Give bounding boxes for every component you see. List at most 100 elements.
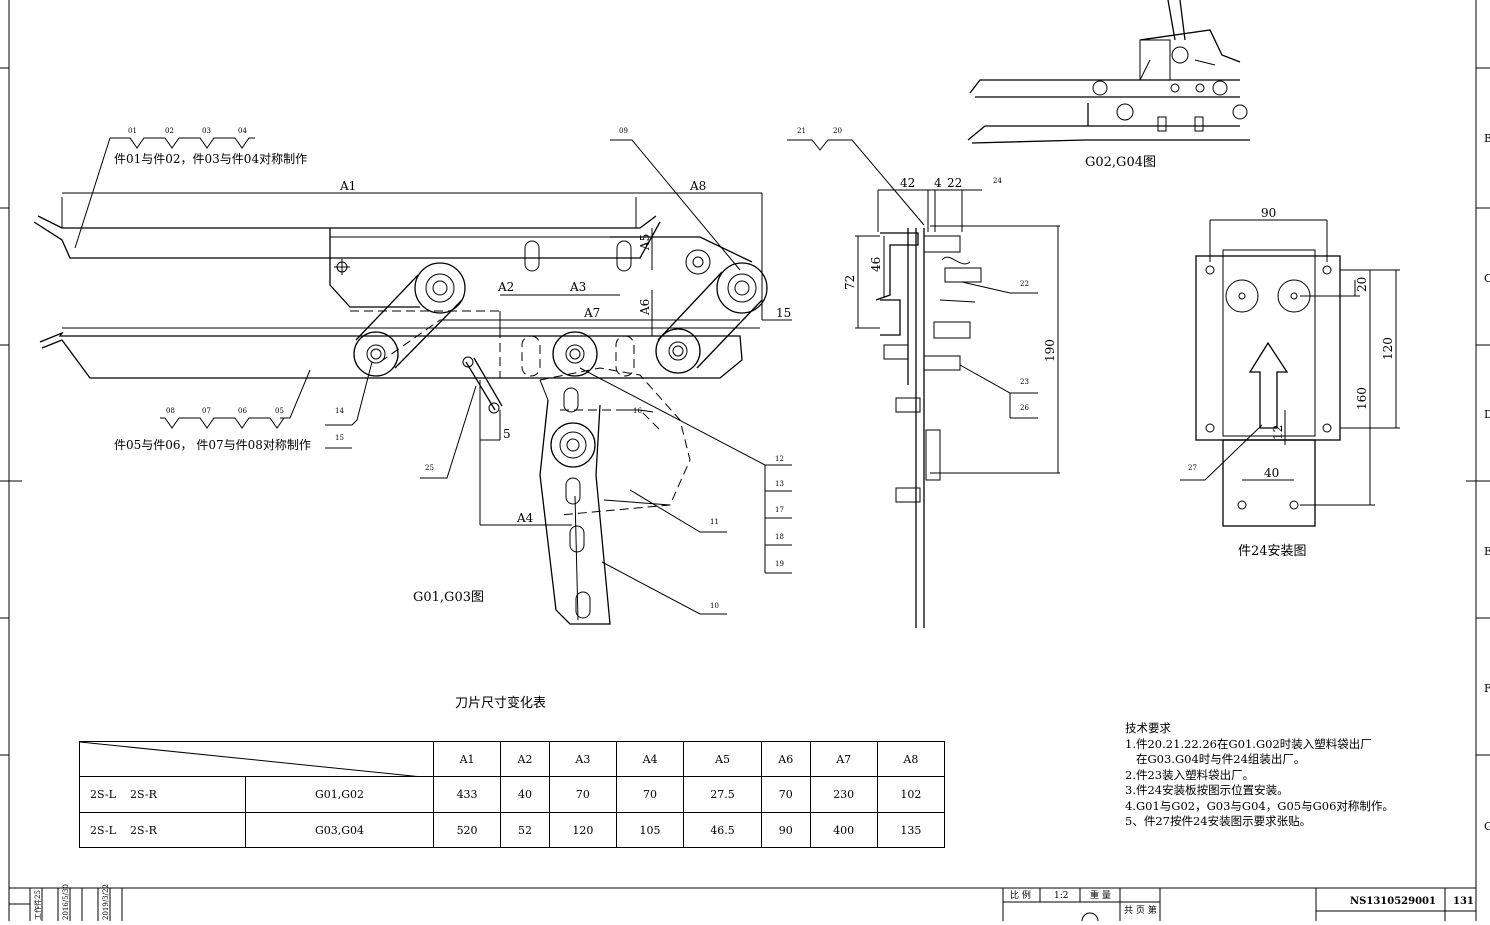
dim-12: 12 [1271, 425, 1285, 440]
part-number: 27 [1188, 464, 1197, 472]
border-letter: F [1484, 682, 1490, 695]
table-cell: 70 [760, 776, 811, 813]
table-cell: 40 [500, 776, 550, 813]
tech-req-item: 3.件24安装板按图示位置安装。 [1125, 783, 1289, 797]
dimension-labels: A1 A8 A2 A3 A7 A4 A5 A6 15 5 42 4 22 72 … [339, 176, 1395, 525]
table-cell: 52 [500, 812, 550, 848]
table-cell-model: 2S-L 2S-R [79, 812, 246, 848]
revision-date: 2016/5/30 [62, 884, 70, 920]
weight-label: 重 量 [1090, 889, 1111, 901]
dim-190: 190 [1043, 339, 1057, 362]
scale-value: 1:2 [1054, 891, 1068, 901]
dim-a6: A6 [638, 299, 652, 316]
title-block [9, 888, 1476, 925]
part-number: 21 [797, 127, 806, 135]
dim-22: 22 [947, 176, 962, 190]
part-number: 04 [238, 127, 247, 135]
table-diagonal-header [79, 741, 434, 777]
tech-req-item: 2.件23装入塑料袋出厂。 [1125, 767, 1255, 782]
part-number: 16 [633, 407, 642, 415]
symmetry-note-1: 件01与件02，件03与件04对称制作 [114, 152, 308, 166]
part-number: 13 [775, 480, 784, 488]
dim-a2: A2 [497, 280, 514, 294]
part-number: 08 [166, 407, 175, 415]
part-number: 20 [833, 127, 842, 135]
table-row: 2S-L 2S-R G01,G02 433 40 70 70 27.5 70 2… [79, 776, 946, 813]
dim-a4: A4 [516, 511, 534, 525]
view-side [787, 139, 1060, 628]
dim-a1: A1 [339, 179, 356, 193]
dim-15: 15 [776, 306, 791, 320]
scale-label: 比 例 [1010, 889, 1031, 901]
part-number: 24 [993, 177, 1002, 185]
table-cell: 400 [809, 812, 878, 848]
dim-a8: A8 [689, 179, 706, 193]
table-header: A1 [432, 741, 502, 777]
dim-160: 160 [1355, 387, 1369, 410]
revision-date: 2019/3/22 [102, 884, 110, 920]
view-title-g02-g04: G02,G04图 [1085, 155, 1156, 170]
dim-20: 20 [1355, 277, 1369, 292]
part-number-group: 01 02 03 04 08 07 06 05 09 10 11 12 13 1… [128, 127, 1197, 610]
part-number: 10 [710, 602, 719, 610]
dim-72: 72 [843, 275, 857, 290]
dim-90: 90 [1261, 206, 1276, 220]
table-header: A7 [809, 741, 878, 777]
table-cell: 90 [760, 812, 811, 848]
table-header: A8 [876, 741, 946, 777]
table-header: A3 [548, 741, 617, 777]
tech-req-item: 5、件27按件24安装图示要求张贴。 [1125, 814, 1312, 828]
part-number: 23 [1020, 378, 1029, 386]
part-number: 11 [710, 518, 719, 526]
table-cell: 70 [615, 776, 685, 813]
table-cell-group: G01,G02 [245, 776, 434, 813]
part-number: 18 [775, 533, 784, 541]
part-number: 15 [335, 434, 344, 442]
table-cell: 120 [548, 812, 617, 848]
dim-42: 42 [900, 176, 915, 190]
table-cell: 135 [876, 812, 946, 848]
view-g02-g04 [967, 0, 1250, 144]
tech-req-item: 在G03.G04时与件24组装出厂。 [1125, 752, 1306, 766]
sheet-label: 共 页 第 [1124, 904, 1157, 916]
diagonal-line [80, 742, 422, 777]
table-row: 2S-L 2S-R G03,G04 520 52 120 105 46.5 90… [79, 812, 946, 848]
part-number: 07 [202, 407, 211, 415]
part-number: 17 [775, 506, 784, 514]
table-cell: 105 [615, 812, 685, 848]
dim-a3: A3 [569, 280, 586, 294]
border-letter: B [1484, 132, 1490, 145]
part-number: 02 [165, 127, 174, 135]
part-number: 01 [128, 127, 137, 135]
revision-note: 工作件25 [33, 890, 42, 920]
table-cell: 70 [548, 776, 617, 813]
border-letter: C [1484, 272, 1490, 285]
table-cell: 230 [809, 776, 878, 813]
view-title-part24: 件24安装图 [1238, 544, 1307, 559]
part-number: 26 [1020, 404, 1029, 412]
drawing-number: NS1310529001 [1350, 896, 1436, 907]
view-title-g01-g03: G01,G03图 [413, 590, 484, 605]
border-letter: G [1484, 820, 1490, 833]
table-header: A6 [760, 741, 811, 777]
view-part24 [1180, 219, 1400, 527]
part-number: 25 [425, 464, 434, 472]
table-title: 刀片尺寸变化表 [455, 696, 547, 711]
part-number: 09 [619, 127, 628, 135]
blade-dimension-table: A1 A2 A3 A4 A5 A6 A7 A8 2S-L 2S-R G01,G0… [79, 741, 946, 848]
tech-req-item: 1.件20.21.22.26在G01.G02时装入塑料袋出厂 [1125, 736, 1372, 751]
table-cell: 27.5 [683, 776, 762, 813]
tech-req-title: 技术要求 [1125, 721, 1171, 735]
view-g01-g03 [33, 137, 792, 625]
dim-120: 120 [1381, 337, 1395, 360]
part-number: 14 [335, 407, 344, 415]
part-number: 06 [238, 407, 247, 415]
part-number: 19 [775, 560, 784, 568]
sheet-number: 131 [1453, 896, 1474, 907]
dim-46: 46 [869, 257, 883, 272]
dim-a5: A5 [638, 234, 652, 251]
part-number: 05 [275, 407, 284, 415]
table-cell: 433 [432, 776, 502, 813]
